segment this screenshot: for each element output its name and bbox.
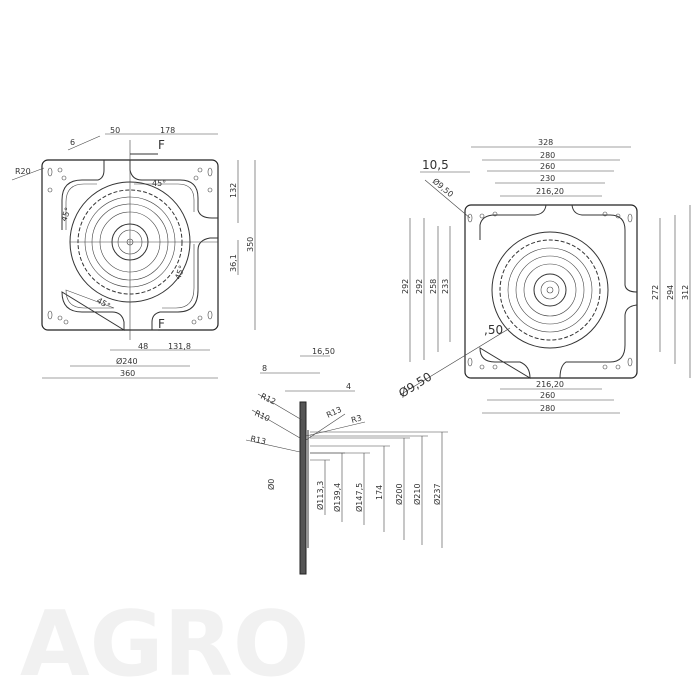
section-f-bottom: F [158,317,165,331]
watermark: AGRO [20,592,309,697]
dim-174: 174 [375,485,384,500]
dim-r10: R10 [253,409,271,424]
dim-292-outer: 292 [401,279,410,294]
right-top-view: 328 280 260 230 216,20 10,5 Ø9,50 292 29… [396,138,691,414]
dim-216-20-bottom: 216,20 [536,380,564,389]
dim-280-bottom: 280 [540,404,555,413]
right-bearing-teeth [499,239,601,341]
dim-d147-5: Ø147,5 [354,483,364,512]
right-rib-channel [479,204,638,379]
dim-r13-left: R13 [250,434,267,446]
dim-312: 312 [681,285,690,300]
dim-292-inner: 292 [415,279,424,294]
dim-216-20-top: 216,20 [536,187,564,196]
left-mounting-holes [47,167,213,325]
dim-6: 6 [70,138,75,147]
right-mounting-holes [467,211,633,370]
side-view: 16,50 8 4 R12 R10 R13 R13 R3 Ø0 Ø113,3 Ø… [245,347,448,575]
dim-d139-4: Ø139,4 [332,483,342,512]
dim-4: 4 [346,382,351,391]
dim-280: 280 [540,151,555,160]
dim-328: 328 [538,138,553,147]
dim-131-8: 131,8 [168,342,191,351]
left-rib-inner [65,183,195,309]
dim-d240: Ø240 [116,356,138,366]
dim-r12: R12 [259,392,277,407]
dim-230: 230 [540,174,555,183]
dim-d0: Ø0 [266,479,276,490]
dim-d210: Ø210 [412,483,422,505]
dim-50-partial: ,50 [484,323,503,337]
left-top-view: 50 178 6 R20 F F 45° 45° 45° 45° 132 350… [11,126,256,379]
left-rib-channel [61,160,218,331]
dim-294: 294 [666,285,675,300]
dim-260-bottom: 260 [540,391,555,400]
dim-8: 8 [262,364,267,373]
dim-178: 178 [160,126,175,135]
angle-45-top: 45° [152,179,166,188]
dim-r20: R20 [15,167,31,176]
dim-132: 132 [229,183,238,198]
dim-d200: Ø200 [394,483,404,505]
right-plate-outline [464,204,638,379]
dim-16-50: 16,50 [312,347,335,356]
right-bearing-outer [491,231,609,349]
dim-d113-3: Ø113,3 [315,481,325,510]
dim-260: 260 [540,162,555,171]
dim-360: 360 [120,369,135,378]
dim-233: 233 [441,279,450,294]
dim-10-5: 10,5 [422,158,449,172]
dim-d237: Ø237 [432,483,442,505]
dim-r3: R3 [350,413,363,424]
section-f-top: F [158,138,165,152]
dim-r13-right: R13 [325,405,343,420]
dim-258: 258 [429,279,438,294]
dim-50: 50 [110,126,120,135]
dim-d9-50-bottom: Ø9,50 [396,370,434,401]
dim-48: 48 [138,342,148,351]
dim-272: 272 [651,285,660,300]
dim-36-1: 36,1 [229,254,238,272]
side-plate-profile [299,401,307,575]
dim-350: 350 [246,237,255,252]
